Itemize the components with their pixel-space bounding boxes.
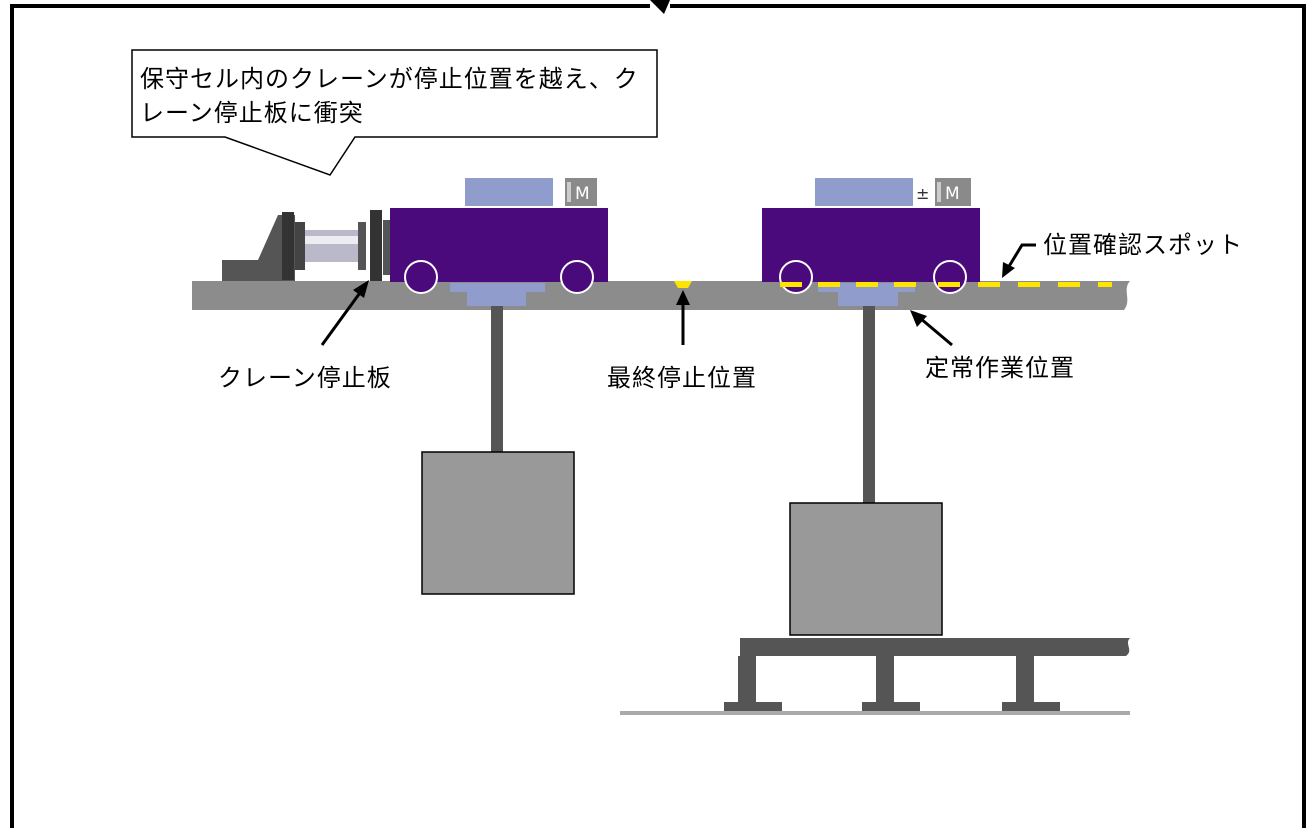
leader-check-spot [1002,243,1036,278]
crane-right: ± M [762,178,980,636]
wheel-right-a [779,260,813,294]
motor-right-letter: M [945,184,960,204]
crane-left-top [465,178,553,206]
label-normal-work-position: 定常作業位置 [925,354,1075,382]
motor-left-letter: M [575,184,590,204]
wheel-left-a [404,260,438,294]
wheel-left-b [560,260,594,294]
brake-icon: ± [916,184,929,203]
cable-right [863,306,875,506]
frame-notch [650,0,670,14]
leader-final-stop [676,290,690,345]
crane-left: M [390,178,608,595]
trolley-left [450,283,545,306]
label-final-stop-position: 最終停止位置 [607,364,757,392]
crane-stop-plate [222,210,391,282]
wheel-right-b [933,260,967,294]
load-right [789,502,943,636]
position-check-spots [780,282,1112,287]
outer-frame [10,4,650,828]
leader-normal-work [910,310,953,347]
outer-frame-right [670,4,1306,828]
final-stop-marker [674,281,692,288]
trolley-right [818,283,915,306]
floor-line [620,711,1130,715]
crane-right-top [815,178,913,206]
cable-left [491,306,503,454]
callout-bubble [131,49,658,176]
label-position-check-spot: 位置確認スポット [1043,231,1243,259]
load-left [421,451,575,595]
label-crane-stop-plate: クレーン停止板 [218,364,392,392]
callout-text: 保守セル内のクレーンが停止位置を越え、クレーン停止板に衝突 [140,65,639,127]
work-table [724,638,1130,711]
leader-crane-stop-plate [320,280,369,346]
